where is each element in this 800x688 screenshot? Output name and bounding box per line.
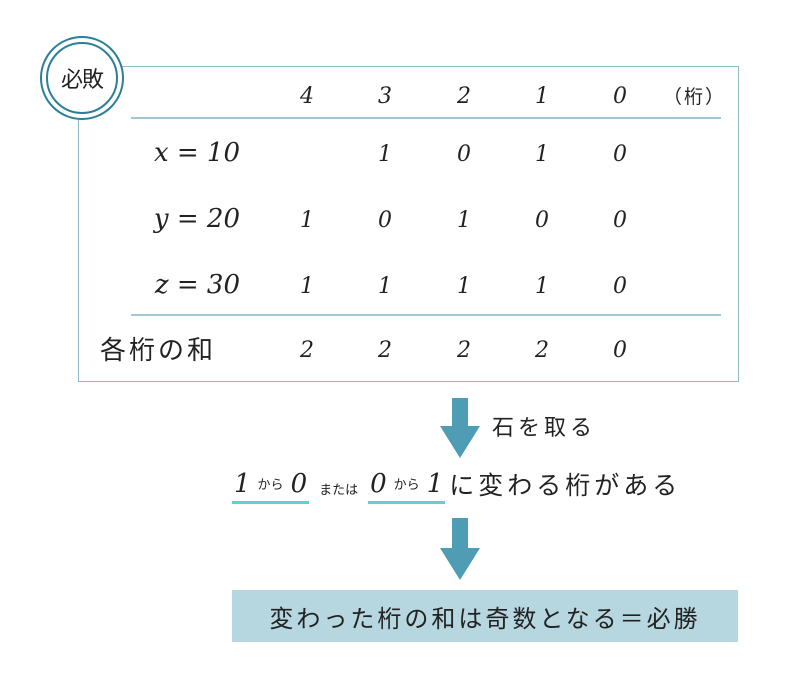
binary-table-box <box>78 66 739 382</box>
digit-header-2: 2 <box>457 84 471 109</box>
row-label-x: x = 10 <box>153 138 240 168</box>
digit-header-0: 0 <box>613 84 627 109</box>
losing-position-badge: 必敗 <box>40 36 124 120</box>
cell: 0 <box>457 142 471 167</box>
badge-label: 必敗 <box>60 68 104 93</box>
cell: 1 <box>378 274 392 299</box>
sum-row-label: 各桁の和 <box>100 336 217 366</box>
cell: 1 <box>535 142 549 167</box>
cell: 0 <box>613 274 627 299</box>
digit-header-4: 4 <box>300 84 314 109</box>
row-label-z: z = 30 <box>154 270 240 300</box>
down-arrow-icon <box>440 518 480 580</box>
or-label: または <box>319 483 359 498</box>
sum-cell: 2 <box>535 338 549 363</box>
cell: 0 <box>613 142 627 167</box>
cell: 0 <box>613 208 627 233</box>
digit-header-3: 3 <box>378 84 392 109</box>
change-1-to-0: 1 から 0 <box>232 469 310 504</box>
down-arrow-icon <box>440 398 480 458</box>
cell: 1 <box>378 142 392 167</box>
condition-rest: に変わる桁がある <box>449 471 682 500</box>
result-label: 変わった桁の和は奇数となる＝必勝 <box>269 604 701 633</box>
cell: 1 <box>457 274 471 299</box>
row-label-y: y = 20 <box>153 204 240 234</box>
sum-cell: 0 <box>613 338 627 363</box>
cell: 1 <box>535 274 549 299</box>
result-banner: 変わった桁の和は奇数となる＝必勝 <box>232 590 738 642</box>
cell: 0 <box>535 208 549 233</box>
cell: 1 <box>457 208 471 233</box>
condition-line: 1 から 0 または 0 から 1 に変わる桁がある <box>232 460 681 504</box>
sum-cell: 2 <box>378 338 392 363</box>
change-0-to-1: 0 から 1 <box>368 469 446 504</box>
sum-divider <box>131 314 721 316</box>
sum-cell: 2 <box>300 338 314 363</box>
cell: 1 <box>300 208 314 233</box>
step-take-stones-label: 石を取る <box>492 416 597 441</box>
digit-unit-label: （桁） <box>663 86 727 108</box>
header-divider <box>131 117 721 119</box>
sum-cell: 2 <box>457 338 471 363</box>
digit-header-1: 1 <box>535 84 549 109</box>
cell: 0 <box>378 208 392 233</box>
cell: 1 <box>300 274 314 299</box>
